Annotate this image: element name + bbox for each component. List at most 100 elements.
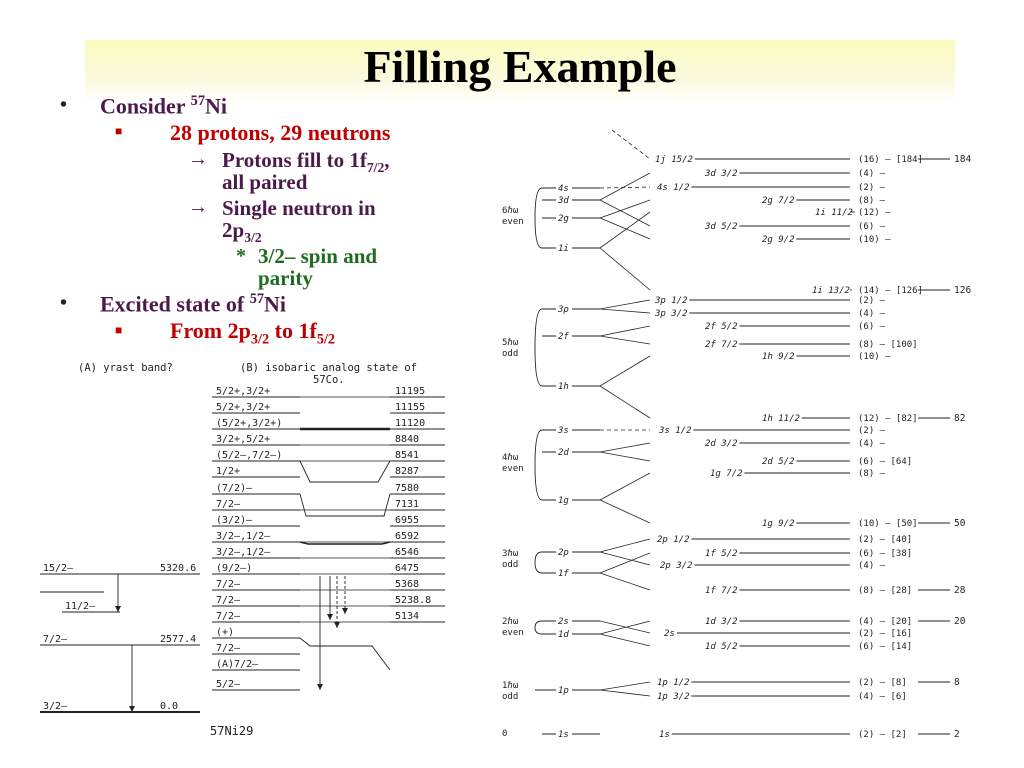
split-level-label: 2p 3/2 xyxy=(660,561,693,571)
decay-arrow-head xyxy=(342,608,348,614)
split-level-label: 2s xyxy=(664,629,675,639)
split-link-line xyxy=(599,499,651,524)
occupancy-label: (2) — xyxy=(858,426,886,436)
oscillator-level-label: 2p xyxy=(558,548,569,558)
level-labels: 5/2+,3/2+111955/2+,3/2+11155(5/2+,3/2+)1… xyxy=(43,386,431,712)
oscillator-shell-label: 4ℏω xyxy=(502,453,519,463)
band-a-spin-label: 11/2– xyxy=(65,601,96,612)
oscillator-parity-label: odd xyxy=(502,692,518,702)
oscillator-shell-label: 6ℏω xyxy=(502,206,519,216)
split-level-label: 2p 1/2 xyxy=(657,535,690,545)
oscillator-parity-label: odd xyxy=(502,560,518,570)
occupancy-label: (8) — xyxy=(858,469,886,479)
split-level-label: 1g 7/2 xyxy=(710,469,743,479)
split-link-line xyxy=(599,211,651,249)
split-level-label: 2d 3/2 xyxy=(705,439,738,449)
band-b-energy-label: 8541 xyxy=(395,450,419,461)
magic-number-label: 126 xyxy=(954,285,971,296)
split-level-label: 3p 1/2 xyxy=(654,296,688,306)
split-level-label: 2f 5/2 xyxy=(705,322,738,332)
title-band: Filling Example xyxy=(85,40,955,102)
oscillator-shell-label: 1ℏω xyxy=(502,681,519,691)
header-analog-2: 57Co. xyxy=(313,374,345,386)
occupancy-label: (10) — [50] xyxy=(858,519,918,529)
bullet-all-paired: all paired xyxy=(222,170,308,194)
split-link-line xyxy=(599,335,651,345)
oscillator-parity-label: even xyxy=(502,628,524,638)
occupancy-label: (10) — xyxy=(858,352,891,362)
band-b-energy-label: 7580 xyxy=(395,483,419,494)
band-b-energy-label: 5368 xyxy=(395,579,419,590)
oscillator-level-label: 2d xyxy=(558,448,569,458)
band-b-spin-label: 5/2– xyxy=(216,679,241,690)
split-level-label: 1p 3/2 xyxy=(657,692,690,702)
band-a-spin-label: 3/2– xyxy=(43,701,68,712)
band-a-spin-label: 15/2– xyxy=(43,563,74,574)
band-b-spin-label: 7/2– xyxy=(216,499,241,510)
oscillator-level-label: 1p xyxy=(558,686,569,696)
split-link-line xyxy=(599,217,651,240)
square-bullet-icon: ■ xyxy=(115,323,123,337)
split-link-line xyxy=(599,620,651,634)
shell-brace xyxy=(534,187,543,249)
occupancy-label: (4) — xyxy=(858,169,886,179)
band-b-energy-label: 11195 xyxy=(395,386,425,397)
split-link-line xyxy=(599,681,651,691)
split-link-line xyxy=(599,538,651,553)
oscillator-level-label: 4s xyxy=(558,184,569,194)
split-link-line xyxy=(599,442,651,453)
split-level-label: 1j 15/2 xyxy=(655,155,693,165)
split-level-label: 1s xyxy=(659,730,670,740)
split-link-line xyxy=(599,199,651,227)
split-link-line xyxy=(599,620,651,635)
shell-brace xyxy=(534,551,543,574)
split-level-label: 1p 1/2 xyxy=(657,678,690,688)
split-link-line xyxy=(599,689,651,697)
transition-from: From 2p xyxy=(170,318,251,343)
arrow-right-icon: → xyxy=(188,196,208,218)
arrow-right-icon: → xyxy=(188,148,208,170)
excited-text: Excited state of xyxy=(100,291,250,317)
band-b-spin-label: 3/2–,1/2– xyxy=(216,547,271,558)
header-analog-1: (B) isobaric analog state of xyxy=(240,362,417,374)
band-b-energy-label: 6592 xyxy=(395,531,419,542)
split-link-line xyxy=(599,551,651,566)
oscillator-shell-label: 5ℏω xyxy=(502,338,519,348)
occupancy-label: (14) — [126] xyxy=(858,286,923,296)
occupancy-label: (2) — [16] xyxy=(858,629,912,639)
band-b-energy-label: 5238.8 xyxy=(395,595,431,606)
occupancy-label: (4) — xyxy=(858,309,886,319)
excited-element: Ni xyxy=(263,291,286,317)
split-level-label: 2d 5/2 xyxy=(762,457,795,467)
level-lines xyxy=(40,396,445,713)
occupancy-label: (4) — xyxy=(858,439,886,449)
split-link-line xyxy=(599,472,651,501)
excited-mass: 57 xyxy=(249,291,264,307)
oscillator-shell-label: 0 xyxy=(502,729,507,739)
band-b-trapezoid xyxy=(299,460,391,483)
band-b-energy-label: 5134 xyxy=(395,611,419,622)
occupancy-label: (4) — [20] xyxy=(858,617,912,627)
occupancy-label: (12) — xyxy=(858,208,891,218)
occupancy-label: (6) — xyxy=(858,222,886,232)
split-level-label: 1f 7/2 xyxy=(705,586,738,596)
protons-fill-comma: , xyxy=(384,148,390,172)
magic-number-label: 184 xyxy=(954,154,971,165)
decay-arrow-head xyxy=(334,622,340,628)
split-level-label: 1i 11/2 xyxy=(815,208,853,218)
oscillator-level-label: 1h xyxy=(558,382,569,392)
occupancy-label: (8) — [100] xyxy=(858,340,918,350)
split-link-line xyxy=(599,308,651,314)
split-level-label: 1d 3/2 xyxy=(705,617,738,627)
oscillator-level-label: 3p xyxy=(557,305,569,315)
band-b-energy-label: 6475 xyxy=(395,563,419,574)
oscillator-level-label: 2g xyxy=(558,214,569,224)
oscillator-level-label: 1d xyxy=(558,630,569,640)
band-b-spin-label: 5/2+,3/2+ xyxy=(216,402,270,413)
oscillator-level-label: 3d xyxy=(557,196,569,206)
neutron-state-text: 2p xyxy=(222,218,245,242)
occupancy-label: (6) — [38] xyxy=(858,549,912,559)
split-level-label: 2g 7/2 xyxy=(762,196,795,206)
split-link-line xyxy=(599,572,651,591)
split-link-line xyxy=(599,325,651,337)
